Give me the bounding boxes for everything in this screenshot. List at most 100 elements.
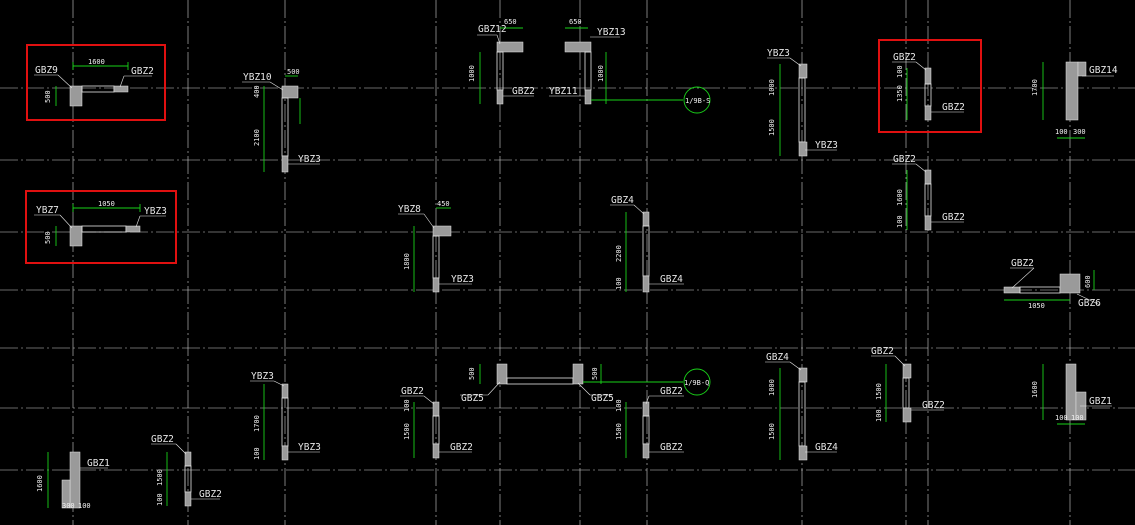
label-gbz5: GBZ5 xyxy=(591,393,614,404)
label-gbz2: GBZ2 xyxy=(450,442,473,453)
label-gbz2: GBZ2 xyxy=(871,346,894,357)
label-ybz11: YBZ11 xyxy=(549,86,578,97)
dim-1500: 1500 xyxy=(768,119,776,136)
dim-100: 100 xyxy=(1055,414,1068,422)
label-gbz4: GBZ4 xyxy=(611,195,634,206)
label-ybz3: YBZ3 xyxy=(451,274,474,285)
wall-group-gbz14: GBZ14 1700 100 300 xyxy=(1031,61,1118,139)
wall-group-ybz3-top: YBZ3 YBZ3 1000 1500 xyxy=(767,48,838,157)
highlight-box-2 xyxy=(25,190,177,264)
dim-500: 500 xyxy=(44,90,52,103)
label-gbz2: GBZ2 xyxy=(942,212,965,223)
label-gbz2: GBZ2 xyxy=(131,66,154,77)
label-gbz2: GBZ2 xyxy=(922,400,945,411)
callout-ref-q: 1/9B-Q xyxy=(684,379,709,387)
wall-group-gbz5: GBZ5 GBZ5 500 500 1/9B-Q xyxy=(460,363,711,404)
label-gbz6: GBZ6 xyxy=(1078,298,1101,309)
label-gbz2: GBZ2 xyxy=(893,154,916,165)
dim-100: 100 xyxy=(896,65,904,78)
dim-1700: 1700 xyxy=(1031,79,1039,96)
dim-1350: 1350 xyxy=(896,85,904,102)
dim-500: 500 xyxy=(44,231,52,244)
label-gbz1: GBZ1 xyxy=(1089,396,1112,407)
wall-group-gbz2-lower-b: GBZ2 GBZ2 100 1500 xyxy=(615,386,684,459)
dim-1600: 1600 xyxy=(88,58,105,66)
dim-100: 100 xyxy=(156,493,164,506)
dim-1050: 1050 xyxy=(98,200,115,208)
callout-ref-s: 1/9B-S xyxy=(685,97,710,105)
dim-100: 100 xyxy=(615,277,623,290)
dim-300: 300 xyxy=(62,502,75,510)
dim-650: 650 xyxy=(504,18,517,26)
label-ybz3: YBZ3 xyxy=(815,140,838,151)
label-gbz12: GBZ12 xyxy=(478,24,507,35)
dim-1050: 1050 xyxy=(1028,302,1045,310)
label-ybz3: YBZ3 xyxy=(298,154,321,165)
wall-group-ybz8: YBZ8 YBZ3 450 1800 xyxy=(398,200,474,293)
dim-500: 500 xyxy=(468,367,476,380)
dim-100: 100 xyxy=(1071,414,1084,422)
wall-group-ybz7: YBZ7 YBZ3 1050 500 xyxy=(34,200,167,247)
dim-100: 100 xyxy=(896,215,904,228)
dim-1500: 1500 xyxy=(615,423,623,440)
wall-group-gbz2-lower-a: GBZ2 GBZ2 100 1500 xyxy=(400,386,473,459)
label-ybz3: YBZ3 xyxy=(251,371,274,382)
label-gbz4: GBZ4 xyxy=(766,352,789,363)
dim-500: 500 xyxy=(591,367,599,380)
wall-group-gbz1-right: GBZ1 1600 100 100 xyxy=(1031,363,1112,425)
dim-1600: 1600 xyxy=(896,189,904,206)
dim-650: 650 xyxy=(569,18,582,26)
label-gbz2: GBZ2 xyxy=(401,386,424,397)
label-ybz3: YBZ3 xyxy=(767,48,790,59)
dim-450: 450 xyxy=(437,200,450,208)
label-gbz2: GBZ2 xyxy=(660,442,683,453)
dim-400: 400 xyxy=(253,85,261,98)
dim-1000: 1000 xyxy=(597,65,605,82)
dim-600: 600 xyxy=(1084,275,1092,288)
dim-1700: 1700 xyxy=(253,415,261,432)
label-ybz3: YBZ3 xyxy=(144,206,167,217)
dim-1600: 1600 xyxy=(36,475,44,492)
wall-group-gbz2-boxed: GBZ2 GBZ2 100 1350 xyxy=(892,52,965,121)
label-gbz2: GBZ2 xyxy=(199,489,222,500)
dim-1000: 1000 xyxy=(468,65,476,82)
label-ybz8: YBZ8 xyxy=(398,204,421,215)
dim-100: 100 xyxy=(875,409,883,422)
label-gbz2: GBZ2 xyxy=(512,86,535,97)
label-gbz1: GBZ1 xyxy=(87,458,110,469)
dim-1500: 1500 xyxy=(768,423,776,440)
dim-300: 300 xyxy=(1073,128,1086,136)
dim-1000: 1000 xyxy=(768,79,776,96)
label-ybz7: YBZ7 xyxy=(36,205,59,216)
dim-1800: 1800 xyxy=(403,253,411,270)
wall-group-gbz4-mid: GBZ4 GBZ4 2200 100 xyxy=(610,195,684,293)
wall-group-gbz6: GBZ2 GBZ6 1050 600 xyxy=(1003,258,1101,310)
dim-1500: 1500 xyxy=(156,469,164,486)
dim-1600: 1600 xyxy=(1031,381,1039,398)
wall-group-gbz4-low: GBZ4 GBZ4 1000 1500 xyxy=(765,352,838,461)
label-gbz2: GBZ2 xyxy=(893,52,916,63)
dim-500: 500 xyxy=(287,68,300,76)
dim-100: 100 xyxy=(615,399,623,412)
label-gbz9: GBZ9 xyxy=(35,65,58,76)
label-gbz4: GBZ4 xyxy=(815,442,838,453)
highlight-box-3 xyxy=(878,39,982,133)
wall-group-gbz1-left: GBZ1 1600 300 100 xyxy=(36,451,110,510)
wall-group-gbz2-mid: GBZ2 GBZ2 1600 100 xyxy=(892,154,965,231)
label-gbz2: GBZ2 xyxy=(1011,258,1034,269)
label-ybz10: YBZ10 xyxy=(243,72,272,83)
dim-1500: 1500 xyxy=(403,423,411,440)
dim-1000: 1000 xyxy=(768,379,776,396)
label-ybz13: YBZ13 xyxy=(597,27,626,38)
wall-group-gbz9: GBZ9 GBZ2 1600 500 xyxy=(34,58,154,107)
wall-group-ybz10: YBZ10 YBZ3 500 400 2100 xyxy=(242,68,321,173)
dim-1500: 1500 xyxy=(875,383,883,400)
dim-100: 100 xyxy=(1055,128,1068,136)
label-gbz5: GBZ5 xyxy=(461,393,484,404)
dim-2100: 2100 xyxy=(253,129,261,146)
wall-group-ybz3-low: YBZ3 YBZ3 1700 100 xyxy=(250,371,321,461)
label-gbz4: GBZ4 xyxy=(660,274,683,285)
